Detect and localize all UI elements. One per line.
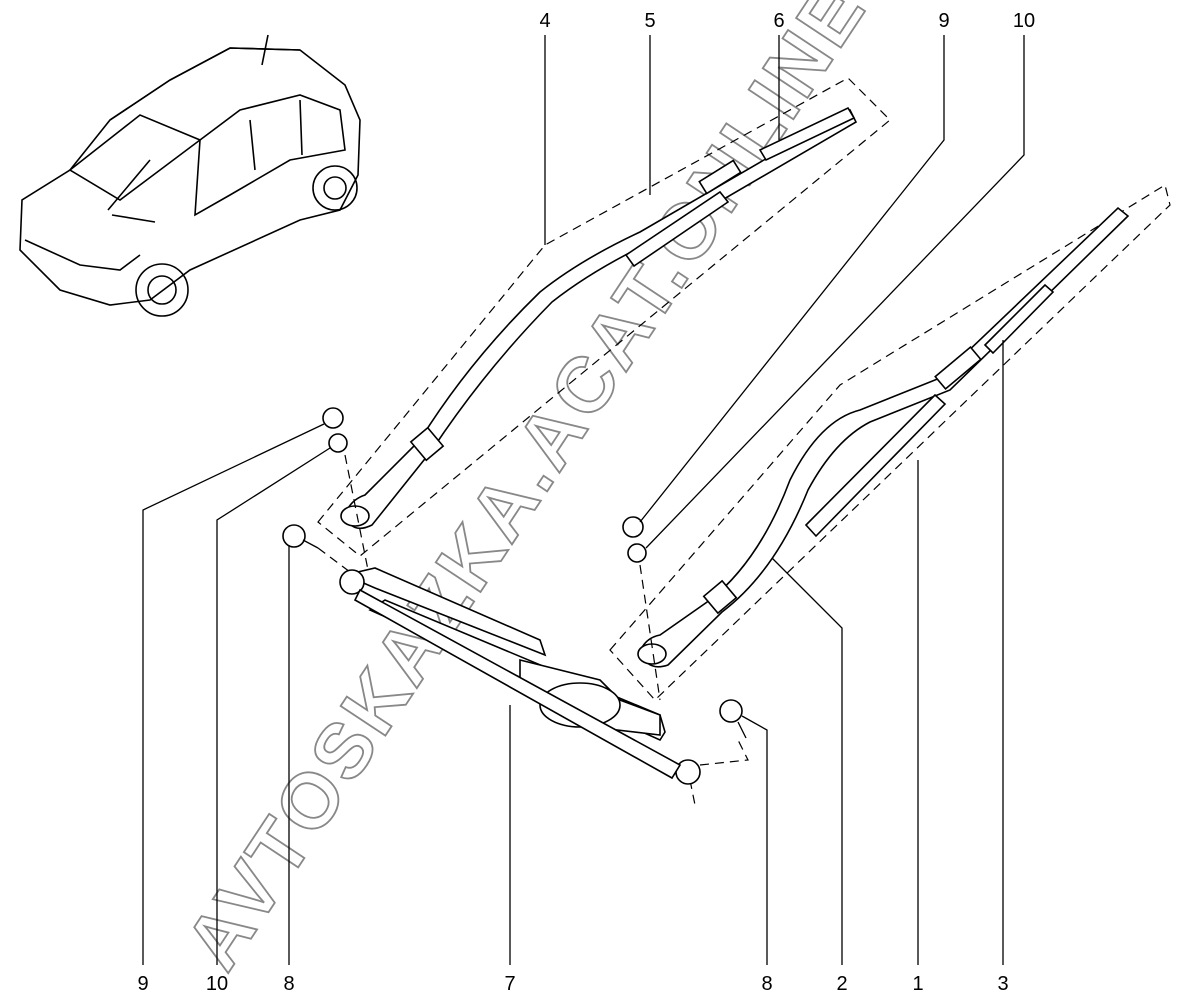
left-arm-group-box	[317, 77, 891, 557]
callout-4: 4	[539, 10, 550, 32]
bolt-8-right	[719, 699, 743, 723]
callout-1: 1	[912, 973, 923, 995]
bolt-8-left	[282, 524, 306, 548]
right-arm-group-box	[609, 184, 1171, 701]
fasteners	[282, 407, 749, 806]
callout-8-left: 8	[283, 973, 294, 995]
cap-nut-9-right	[622, 516, 644, 538]
callout-7: 7	[504, 973, 515, 995]
right-wiper-blade	[804, 283, 1055, 538]
right-wiper-arm	[637, 206, 1130, 668]
callout-10-bottom: 10	[206, 973, 228, 995]
callout-10-top: 10	[1013, 10, 1035, 32]
callout-6: 6	[773, 10, 784, 32]
nut-10-left	[328, 433, 348, 453]
callout-5: 5	[644, 10, 655, 32]
leader-lines	[142, 35, 1025, 965]
callout-3: 3	[997, 973, 1008, 995]
callout-2: 2	[836, 973, 847, 995]
left-wiper-blade	[624, 106, 856, 268]
callout-9-bottom: 9	[137, 973, 148, 995]
wiper-linkage-motor	[339, 567, 701, 785]
cap-nut-9-left	[322, 407, 344, 429]
callout-9-top: 9	[938, 10, 949, 32]
vehicle-thumbnail	[19, 34, 361, 317]
nut-10-right	[627, 543, 647, 563]
callout-8-right: 8	[761, 973, 772, 995]
